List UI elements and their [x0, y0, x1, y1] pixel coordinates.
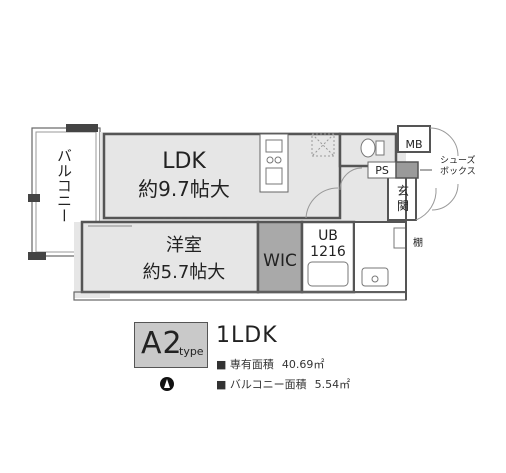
balcony-label: バルコニー: [55, 148, 73, 223]
balcony-area: [28, 124, 101, 260]
western-room: [80, 220, 260, 294]
western-size-label: 約5.7帖大: [143, 262, 226, 283]
ub-label: UB: [318, 228, 338, 244]
shoes-box-label: シューズボックス: [440, 154, 476, 177]
toilet: [338, 132, 398, 168]
wic-label: WIC: [263, 251, 297, 271]
mb-label: MB: [405, 138, 422, 151]
western-name-label: 洋室: [166, 235, 202, 256]
utility-area: [367, 125, 459, 211]
ub-size-label: 1216: [310, 244, 346, 260]
washroom: [353, 221, 407, 293]
ldk-name-label: LDK: [162, 149, 206, 174]
shelf-label: 棚: [413, 236, 423, 249]
entrance-label: 玄関: [397, 183, 409, 213]
ps-label: PS: [375, 164, 389, 177]
ldk-size-label: 約9.7帖大: [138, 177, 230, 201]
ldk-room: [102, 132, 342, 220]
